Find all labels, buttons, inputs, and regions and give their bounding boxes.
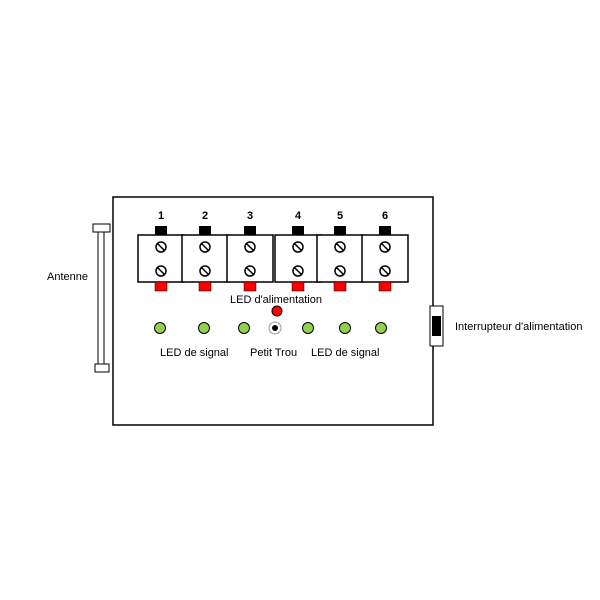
power-switch[interactable] xyxy=(429,305,444,347)
terminal-bottom-tab xyxy=(333,281,347,292)
terminal-block-2 xyxy=(181,226,229,292)
terminal-top-tab xyxy=(155,226,167,235)
screw-icon xyxy=(334,241,346,253)
screw-icon xyxy=(155,241,167,253)
signal-led-label-left: LED de signal xyxy=(160,347,229,359)
signal-led xyxy=(375,322,387,334)
terminal-top-tab xyxy=(244,226,256,235)
channel-numbers: 1 2 3 4 5 6 xyxy=(158,210,388,222)
screw-icon xyxy=(292,241,304,253)
terminal-block-6 xyxy=(361,226,409,292)
signal-led xyxy=(339,322,351,334)
channel-number-2: 2 xyxy=(202,210,208,222)
channel-number-3: 3 xyxy=(247,210,253,222)
power-led xyxy=(271,305,283,317)
screw-icon xyxy=(244,241,256,253)
signal-led xyxy=(302,322,314,334)
channel-number-1: 1 xyxy=(158,210,164,222)
terminal-bottom-tab xyxy=(154,281,168,292)
screw-icon xyxy=(155,265,167,277)
antenna-label: Antenne xyxy=(47,271,88,283)
terminal-block-4 xyxy=(274,226,322,292)
power-led-label: LED d'alimentation xyxy=(230,294,322,306)
terminal-block-5 xyxy=(316,226,364,292)
terminal-block-3 xyxy=(226,226,274,292)
terminal-bottom-tab xyxy=(243,281,257,292)
signal-led xyxy=(198,322,210,334)
terminal-bottom-tab xyxy=(291,281,305,292)
screw-icon xyxy=(199,241,211,253)
screw-icon xyxy=(199,265,211,277)
terminal-block-1 xyxy=(137,226,185,292)
screw-icon xyxy=(379,265,391,277)
terminal-top-tab xyxy=(199,226,211,235)
signal-led xyxy=(154,322,166,334)
terminal-top-tab xyxy=(379,226,391,235)
signal-leds xyxy=(154,322,387,334)
screw-icon xyxy=(334,265,346,277)
power-switch-knob xyxy=(432,316,441,336)
signal-led-label-right: LED de signal xyxy=(311,347,380,359)
channel-number-6: 6 xyxy=(382,210,388,222)
terminal-bottom-tab xyxy=(198,281,212,292)
terminal-blocks xyxy=(137,226,409,292)
power-switch-label: Interrupteur d'alimentation xyxy=(455,321,582,333)
screw-icon xyxy=(292,265,304,277)
terminal-top-tab xyxy=(292,226,304,235)
terminal-top-tab xyxy=(334,226,346,235)
signal-led xyxy=(238,322,250,334)
antenna xyxy=(92,223,111,373)
small-hole-label: Petit Trou xyxy=(250,347,297,359)
small-hole[interactable] xyxy=(268,321,282,335)
channel-number-4: 4 xyxy=(295,210,302,222)
channel-number-5: 5 xyxy=(337,210,343,222)
terminal-bottom-tab xyxy=(378,281,392,292)
screw-icon xyxy=(379,241,391,253)
screw-icon xyxy=(244,265,256,277)
